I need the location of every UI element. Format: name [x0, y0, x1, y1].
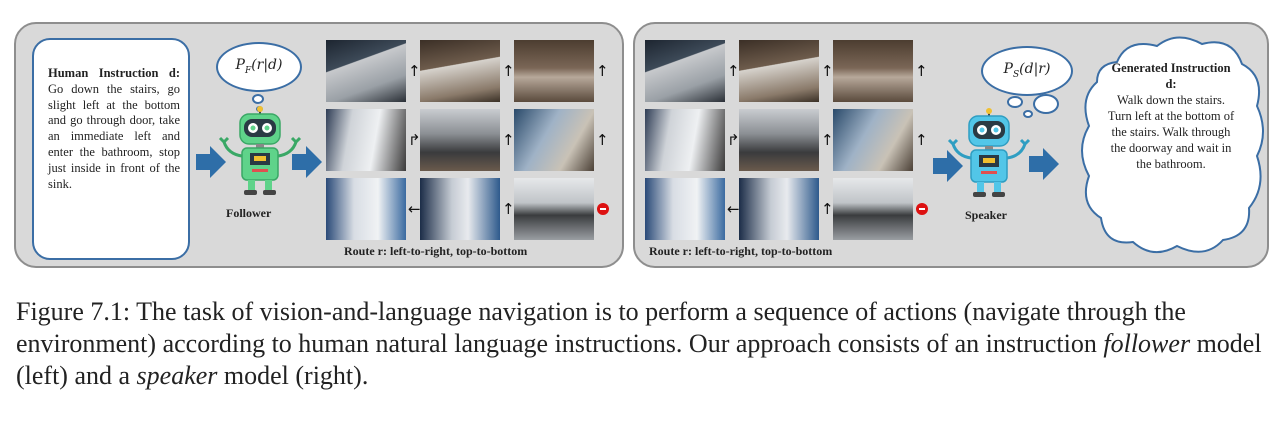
thought-dot-icon [1023, 110, 1033, 118]
route-step: ↑ [420, 40, 515, 102]
caption-em-speaker: speaker [136, 361, 218, 390]
route-photo [739, 40, 819, 102]
speaker-label: Speaker [965, 208, 1007, 222]
route-step [514, 178, 609, 240]
forward-arrow-icon: ↑ [915, 131, 928, 149]
forward-arrow-icon: ↑ [408, 62, 421, 80]
instruction-title: Human Instruction d: [48, 66, 180, 80]
route-step: ↑ [514, 40, 609, 102]
route-caption: Route r: left-to-right, top-to-bottom [344, 244, 528, 258]
route-image-grid: ↑ ↑ ↑ ↱ ↑ ↑ ← ↑ [326, 40, 609, 240]
follower-label: Follower [226, 206, 272, 220]
route-photo [833, 178, 913, 240]
follower-panel: Human Instruction d: Go down the stairs,… [14, 22, 624, 268]
generated-instruction: Generated Instruction d: Walk down the s… [1107, 60, 1235, 172]
formula-main: P [1003, 61, 1013, 77]
caption-text: Figure 7.1: The task of vision-and-langu… [16, 297, 1186, 358]
left-arrow-icon: ← [727, 200, 740, 218]
forward-arrow-icon: ↑ [915, 62, 928, 80]
route-step: ← [326, 178, 421, 240]
route-step: ↑ [833, 109, 928, 171]
turn-right-arrow-icon: ↱ [408, 131, 421, 149]
route-step: ← [645, 178, 740, 240]
route-photo [326, 109, 406, 171]
route-step: ↱ [645, 109, 740, 171]
generated-title: Generated Instruction d: [1111, 61, 1231, 91]
caption-em-follower: follower [1103, 329, 1191, 358]
formula-rest: (d|r) [1019, 61, 1051, 77]
route-step: ↑ [514, 109, 609, 171]
forward-arrow-icon: ↑ [821, 62, 834, 80]
route-photo [645, 109, 725, 171]
left-arrow-icon: ← [408, 200, 421, 218]
route-step: ↑ [645, 40, 740, 102]
route-step [833, 178, 928, 240]
route-photo [833, 109, 913, 171]
route-step: ↑ [326, 40, 421, 102]
route-photo [326, 178, 406, 240]
follower-robot-icon [218, 106, 302, 195]
route-photo [645, 40, 725, 102]
route-step: ↑ [420, 109, 515, 171]
forward-arrow-icon: ↑ [502, 200, 515, 218]
route-image-grid: ↑ ↑ ↑ ↱ ↑ ↑ ← ↑ [645, 40, 928, 240]
instruction-text: Go down the stairs, go slight left at th… [48, 81, 180, 191]
thought-dot-icon [252, 94, 264, 104]
forward-arrow-icon: ↑ [596, 131, 609, 149]
forward-arrow-icon: ↑ [821, 131, 834, 149]
formula-sub: F [244, 65, 252, 76]
human-instruction-box: Human Instruction d: Go down the stairs,… [32, 38, 190, 260]
route-photo [326, 40, 406, 102]
formula-sub: S [1012, 69, 1020, 80]
speaker-thought-bubble: PS(d|r) [981, 46, 1073, 96]
forward-arrow-icon: ↑ [821, 200, 834, 218]
route-step: ↱ [326, 109, 421, 171]
route-step: ↑ [420, 178, 515, 240]
route-step: ↑ [739, 178, 834, 240]
forward-arrow-icon: ↑ [596, 62, 609, 80]
route-photo [420, 178, 500, 240]
route-step: ↑ [739, 109, 834, 171]
stop-icon [916, 203, 928, 215]
route-photo [420, 40, 500, 102]
route-photo [739, 109, 819, 171]
figure-caption: Figure 7.1: The task of vision-and-langu… [16, 296, 1278, 392]
speaker-panel: ↑ ↑ ↑ ↱ ↑ ↑ ← ↑ Route r: left-to-right, top-to-… [633, 22, 1269, 268]
forward-arrow-icon: ↑ [727, 62, 740, 80]
route-photo [739, 178, 819, 240]
route-caption: Route r: left-to-right, top-to-bottom [649, 244, 833, 258]
generated-instruction-cloud [1081, 36, 1264, 253]
route-photo [514, 178, 594, 240]
turn-right-arrow-icon: ↱ [727, 131, 740, 149]
route-photo [833, 40, 913, 102]
stop-icon [597, 203, 609, 215]
route-photo [514, 109, 594, 171]
formula-rest: (r|d) [251, 57, 283, 73]
caption-text: model (left) and a [16, 329, 1262, 390]
thought-dot-icon [1033, 94, 1059, 114]
route-step: ↑ [739, 40, 834, 102]
generated-text: Walk down the stairs. Turn left at the b… [1107, 93, 1235, 171]
forward-arrow-icon: ↑ [502, 62, 515, 80]
follower-thought-bubble: PF(r|d) [216, 42, 302, 92]
speaker-robot-icon [947, 108, 1031, 197]
route-photo [420, 109, 500, 171]
caption-text: model (right). [217, 361, 369, 390]
route-step: ↑ [833, 40, 928, 102]
forward-arrow-icon: ↑ [502, 131, 515, 149]
thought-dot-icon [1007, 96, 1023, 108]
route-photo [514, 40, 594, 102]
formula-main: P [235, 57, 245, 73]
route-photo [645, 178, 725, 240]
